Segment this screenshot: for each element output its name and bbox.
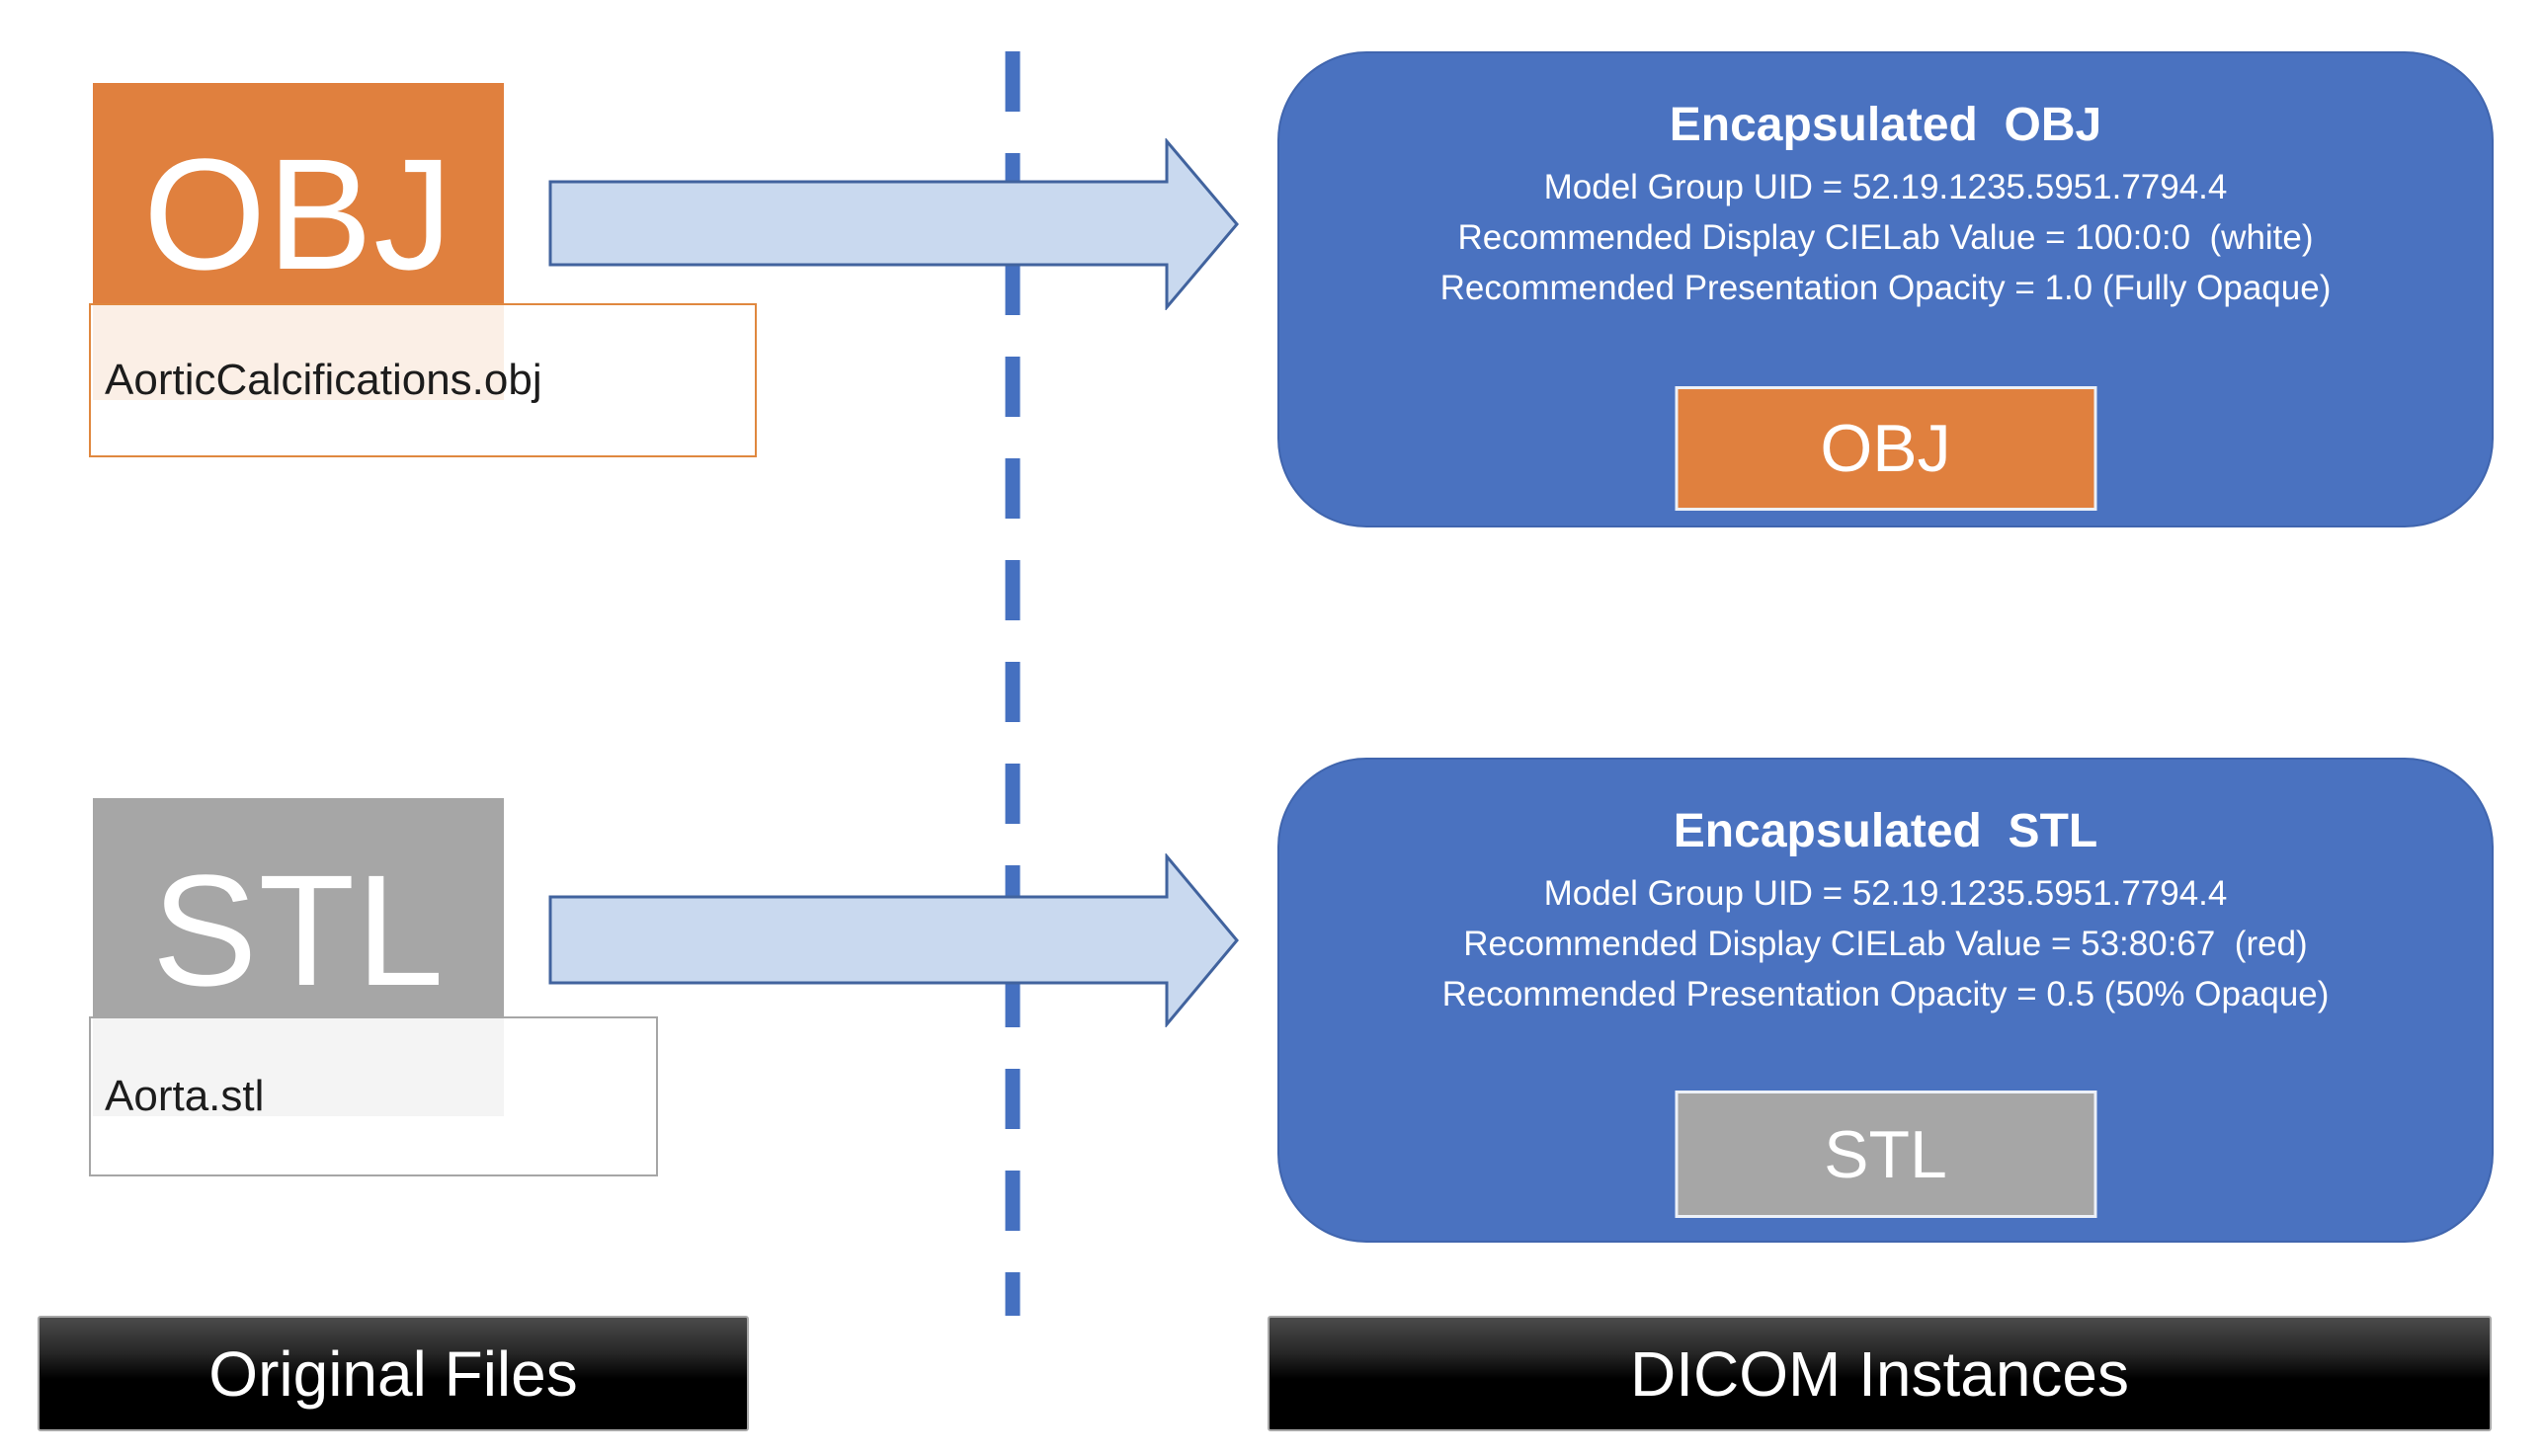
obj-model-group-uid-line: Model Group UID = 52.19.1235.5951.7794.4: [1543, 168, 2228, 206]
obj-format-badge-label: OBJ: [1820, 411, 1951, 486]
obj-format-badge: OBJ: [1675, 386, 2096, 511]
stl-filename-text: Aorta.stl: [105, 1072, 265, 1120]
obj-cielab-value-line: Recommended Display CIELab Value = 100:0…: [1457, 218, 2314, 257]
obj-conversion-arrow-icon: [548, 138, 1239, 310]
encapsulated-obj-panel: Encapsulated OBJ Model Group UID = 52.19…: [1277, 51, 2494, 527]
obj-presentation-opacity-line: Recommended Presentation Opacity = 1.0 (…: [1439, 269, 2332, 307]
encapsulated-obj-title: Encapsulated OBJ: [1669, 99, 2102, 151]
encapsulated-stl-panel: Encapsulated STL Model Group UID = 52.19…: [1277, 758, 2494, 1243]
stl-format-badge-label: STL: [1824, 1116, 1947, 1192]
stl-cielab-value-line: Recommended Display CIELab Value = 53:80…: [1463, 925, 2308, 963]
stl-format-badge: STL: [1675, 1091, 2096, 1218]
obj-filename-box: AorticCalcifications.obj: [89, 303, 757, 457]
dicom-instances-label: DICOM Instances: [1629, 1337, 2130, 1410]
original-files-bar: Original Files: [38, 1316, 749, 1431]
stl-conversion-arrow-icon: [548, 853, 1239, 1027]
obj-source-label: OBJ: [142, 125, 454, 302]
stl-source-label: STL: [151, 841, 446, 1018]
stl-presentation-opacity-line: Recommended Presentation Opacity = 0.5 (…: [1441, 975, 2330, 1013]
obj-filename-text: AorticCalcifications.obj: [105, 356, 542, 404]
stl-filename-box: Aorta.stl: [89, 1016, 658, 1176]
encapsulated-stl-title: Encapsulated STL: [1673, 805, 2098, 857]
stl-model-group-uid-line: Model Group UID = 52.19.1235.5951.7794.4: [1543, 874, 2228, 913]
dicom-instances-bar: DICOM Instances: [1268, 1316, 2492, 1431]
original-files-label: Original Files: [208, 1337, 578, 1410]
